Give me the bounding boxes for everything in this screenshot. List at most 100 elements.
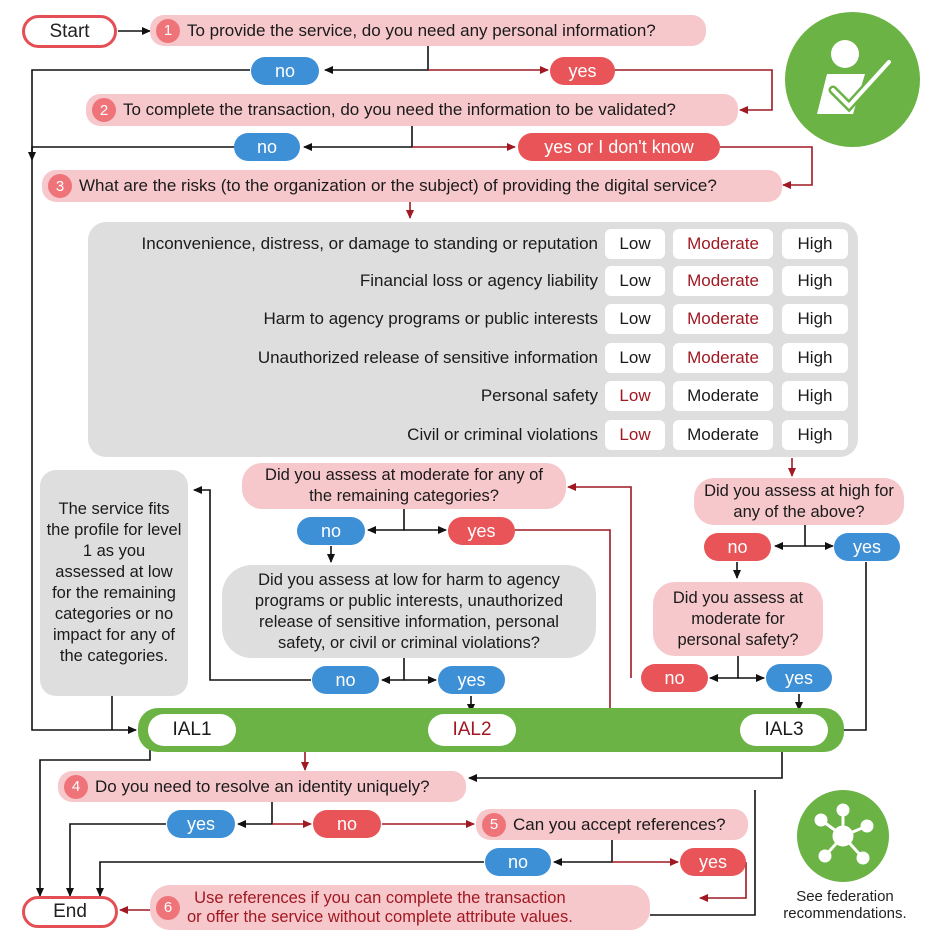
question-1: 1 To provide the service, do you need an… (150, 15, 706, 46)
ial3-label: IAL3 (764, 719, 804, 740)
risk-level-low-cell: Low (605, 381, 665, 411)
risk-row-label: Harm to agency programs or public intere… (263, 309, 598, 328)
step-6-recommendation: 6 Use references if you can complete the… (150, 885, 650, 930)
risk-level-moderate-cell: Moderate (673, 381, 773, 411)
moderate-question-text: Did you assess at moderate for any of th… (265, 466, 543, 505)
risk-row-label: Inconvenience, distress, or damage to st… (141, 234, 598, 253)
federation-caption: See federation recommendations. (760, 888, 930, 922)
low-yes-label: yes (457, 669, 486, 690)
q5-no-answer: no (485, 848, 551, 876)
federation-network-icon (797, 790, 889, 882)
q1-no-label: no (274, 60, 296, 81)
step-6-line1: Use references if you can complete the t… (194, 888, 566, 907)
risk-row-label: Civil or criminal violations (407, 425, 598, 444)
question-2-text: To complete the transaction, do you need… (123, 100, 676, 119)
step-number-6: 6 (156, 895, 180, 920)
q5-yes-answer: yes (680, 848, 746, 876)
q2-no-label: no (256, 136, 278, 157)
high-no-answer: no (704, 533, 771, 561)
step-6-line2: or offer the service without complete at… (187, 907, 573, 926)
risk-level-high-cell: High (782, 229, 848, 259)
low-yes-answer: yes (438, 666, 505, 694)
ial1-label: IAL1 (172, 719, 212, 740)
q5-no-label: no (507, 851, 529, 872)
federation-caption-text: See federation recommendations. (783, 888, 907, 922)
safety-no-label: no (664, 667, 685, 688)
question-5: 5 Can you accept references? (476, 809, 748, 840)
checkmark-person-icon (785, 12, 920, 147)
moderate-yes-label: yes (467, 520, 496, 541)
end-label: End (53, 901, 87, 922)
low-no-label: no (335, 669, 356, 690)
risk-level-low-cell: Low (605, 420, 665, 450)
ial2-label: IAL2 (452, 719, 492, 740)
step-number-3: 3 (48, 174, 72, 198)
q1-yes-label: yes (568, 60, 597, 81)
safety-question-text: Did you assess at moderate for personal … (672, 588, 804, 649)
risk-row-label: Unauthorized release of sensitive inform… (257, 348, 598, 367)
risk-level-high-cell: High (782, 304, 848, 334)
risk-level-moderate-cell: Moderate (673, 343, 773, 373)
moderate-no-answer: no (297, 517, 365, 545)
risk-row-label: Personal safety (480, 386, 598, 405)
q2-yes-label: yes or I don't know (544, 136, 694, 157)
risk-level-low-cell: Low (605, 304, 665, 334)
q2-no-answer: no (234, 133, 300, 161)
risk-level-moderate-cell: Moderate (673, 420, 773, 450)
question-3-text: What are the risks (to the organization … (79, 176, 717, 195)
ial2-level: IAL2 (428, 714, 516, 746)
start-label: Start (49, 20, 90, 42)
ial3-level: IAL3 (740, 714, 828, 746)
step-number-4: 4 (64, 774, 88, 799)
low-question-text: Did you assess at low for harm to agency… (254, 570, 564, 652)
risk-level-low-cell: Low (605, 266, 665, 296)
low-question: Did you assess at low for harm to agency… (222, 565, 596, 658)
ial1-level: IAL1 (148, 714, 236, 746)
level1-note: The service fits the profile for level 1… (40, 470, 188, 696)
q1-no-answer: no (251, 57, 319, 85)
q4-yes-answer: yes (167, 810, 235, 838)
q1-yes-answer: yes (550, 57, 615, 85)
moderate-question: Did you assess at moderate for any of th… (242, 463, 566, 509)
low-no-answer: no (312, 666, 379, 694)
risk-level-high-cell: High (782, 266, 848, 296)
risk-level-high-cell: High (782, 420, 848, 450)
risk-level-moderate-cell: Moderate (673, 229, 773, 259)
q4-no-label: no (336, 813, 358, 834)
step-number-2: 2 (92, 98, 116, 122)
level1-note-text: The service fits the profile for level 1… (46, 500, 182, 665)
safety-yes-label: yes (784, 667, 813, 688)
high-question: Did you assess at high for any of the ab… (694, 478, 904, 525)
risk-level-low-cell: Low (605, 229, 665, 259)
safety-question: Did you assess at moderate for personal … (653, 582, 823, 656)
risk-level-moderate-cell: Moderate (673, 304, 773, 334)
q4-yes-label: yes (186, 813, 215, 834)
risk-level-moderate-cell: Moderate (673, 266, 773, 296)
risk-level-high-cell: High (782, 381, 848, 411)
q4-no-answer: no (313, 810, 381, 838)
question-1-text: To provide the service, do you need any … (187, 20, 656, 40)
moderate-no-label: no (320, 520, 342, 541)
high-no-label: no (727, 536, 748, 557)
high-yes-answer: yes (834, 533, 900, 561)
high-yes-label: yes (852, 536, 881, 557)
q2-yes-answer: yes or I don't know (518, 133, 720, 161)
question-4: 4 Do you need to resolve an identity uni… (58, 771, 466, 802)
risk-table (88, 222, 858, 457)
question-3: 3 What are the risks (to the organizatio… (42, 170, 782, 202)
safety-no-answer: no (641, 664, 708, 692)
question-2: 2 To complete the transaction, do you ne… (86, 94, 738, 126)
risk-level-high-cell: High (782, 343, 848, 373)
moderate-yes-answer: yes (448, 517, 515, 545)
end-terminal: End (22, 896, 118, 928)
step-number-5: 5 (482, 812, 506, 837)
question-4-text: Do you need to resolve an identity uniqu… (95, 776, 430, 796)
question-5-text: Can you accept references? (513, 814, 726, 834)
high-question-text: Did you assess at high for any of the ab… (704, 481, 894, 521)
risk-level-low-cell: Low (605, 343, 665, 373)
q5-yes-label: yes (698, 851, 727, 872)
safety-yes-answer: yes (766, 664, 832, 692)
step-number-1: 1 (156, 18, 180, 43)
risk-row-label: Financial loss or agency liability (359, 271, 598, 290)
start-terminal: Start (22, 15, 117, 48)
